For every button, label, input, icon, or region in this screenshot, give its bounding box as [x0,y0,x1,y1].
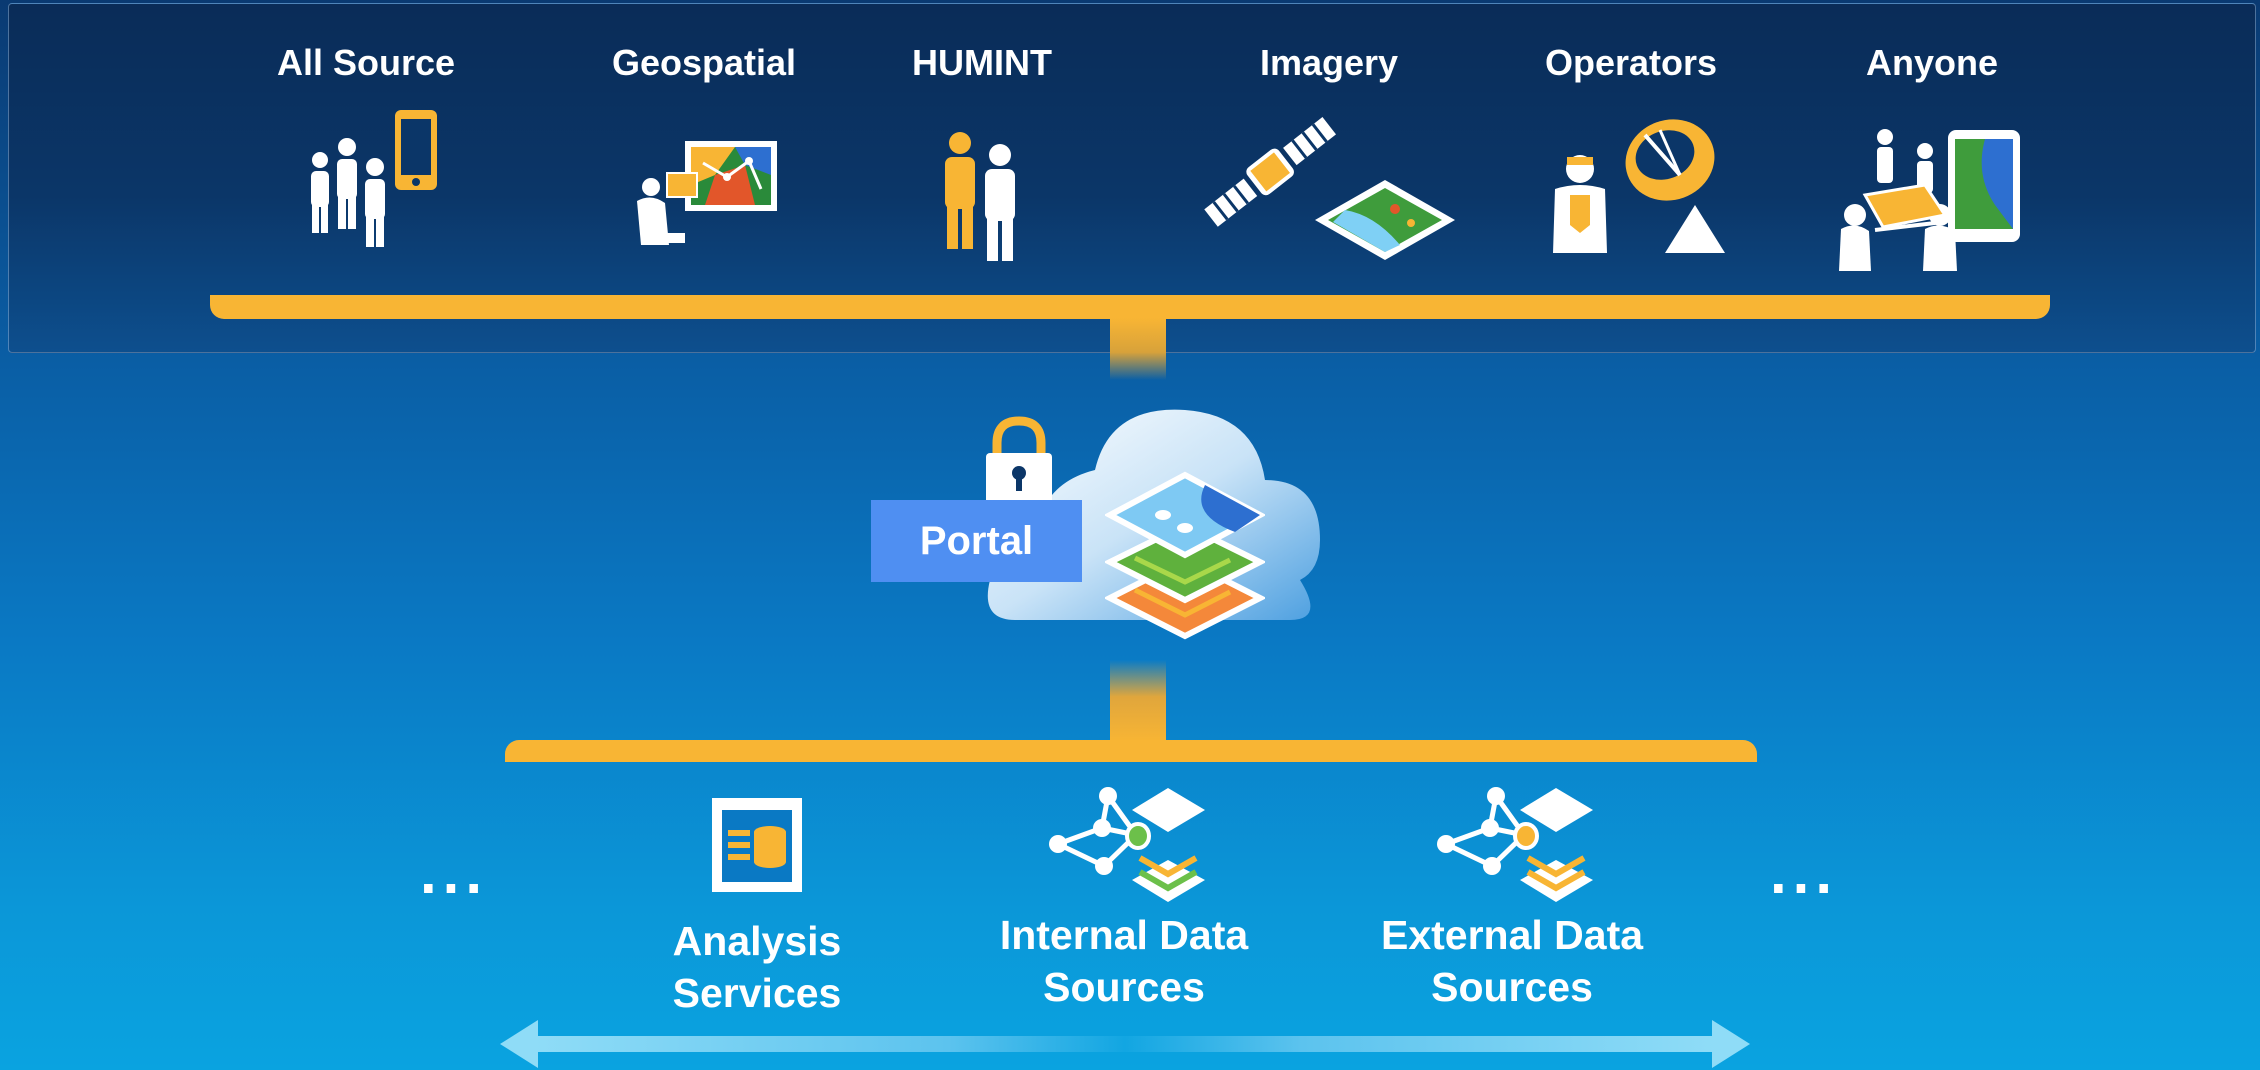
external-data-label: External Data Sources [1381,909,1643,1013]
analysis-services-icon [712,798,802,892]
satellite-map-icon [1204,117,1455,260]
people-phone-icon [311,110,437,247]
ellipsis-right: ... [1770,839,1839,906]
analysis-label-line1: Analysis [672,918,842,964]
label-geospatial: Geospatial [611,42,797,83]
bottom-stem [1110,660,1166,742]
layers-icon [1105,471,1265,640]
label-operators: Operators [1544,42,1718,83]
label-humint: HUMINT [912,42,1052,83]
analyst-map-icon [637,141,777,245]
analysis-label-line2: Services [672,970,842,1016]
bottom-connector-bar [505,740,1757,762]
top-connector-bar [210,295,2050,319]
operator-dish-icon [1553,119,1725,253]
label-anyone: Anyone [1865,42,1999,83]
internal-label-line2: Sources [1043,964,1205,1010]
external-data-icon [1437,787,1593,902]
analysis-services-label: Analysis Services [673,915,842,1019]
portal-label: Portal [871,500,1082,582]
label-all-source: All Source [276,42,456,83]
external-label-line1: External Data [1380,912,1644,958]
meeting-tablet-icon [1839,129,2020,271]
lock-icon [986,416,1052,505]
internal-data-icon [1049,787,1205,902]
external-label-line2: Sources [1431,964,1593,1010]
internal-label-line1: Internal Data [999,912,1249,958]
label-imagery: Imagery [1259,42,1399,83]
double-arrow [500,1020,1750,1068]
internal-data-label: Internal Data Sources [1000,909,1248,1013]
two-people-icon [945,132,1015,261]
top-stem [1110,318,1166,380]
ellipsis-left: ... [420,839,489,906]
